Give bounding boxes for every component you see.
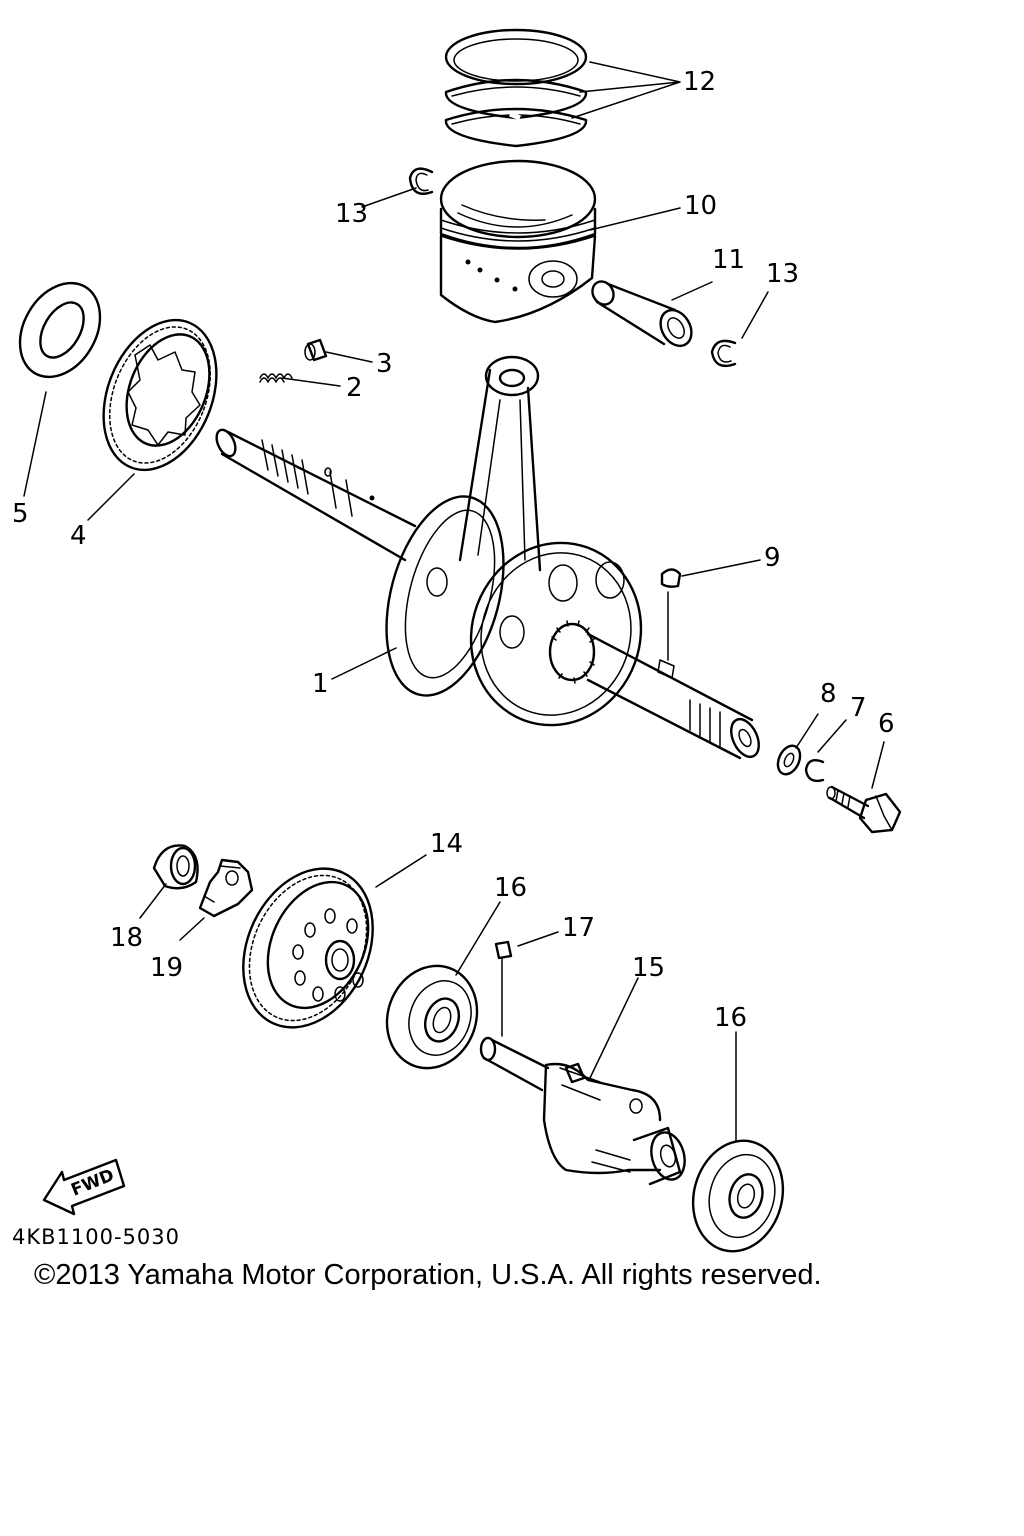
bolt[interactable] [826, 785, 902, 834]
fwd-arrow: FWD [42, 1158, 126, 1216]
callout-15: 15 [632, 953, 665, 983]
callout-labels: 12 13 10 11 13 3 2 5 4 1 9 8 7 6 14 16 1… [12, 67, 895, 1033]
collar[interactable] [152, 844, 199, 890]
callout-16-lower: 16 [714, 1003, 747, 1033]
callout-13-upper: 13 [335, 199, 368, 229]
piston-pin[interactable] [588, 278, 697, 352]
pin[interactable] [304, 338, 328, 362]
circlip-upper[interactable] [408, 167, 434, 195]
woodruff-key[interactable] [660, 568, 682, 588]
crankshaft[interactable] [213, 355, 764, 761]
fwd-label: FWD [68, 1165, 117, 1200]
bracket[interactable] [198, 858, 254, 918]
callout-1: 1 [312, 669, 329, 699]
washer[interactable] [4, 269, 116, 392]
leader-lines [23, 61, 885, 1141]
callout-17: 17 [562, 913, 595, 943]
circlip-small[interactable] [804, 759, 825, 783]
spring[interactable] [259, 373, 293, 383]
callout-2: 2 [346, 373, 363, 403]
callout-11: 12 [683, 67, 716, 97]
callout-13-right: 13 [766, 259, 799, 289]
callout-16-upper: 16 [494, 873, 527, 903]
callout-14: 14 [430, 829, 463, 859]
piston-rings[interactable] [444, 28, 588, 148]
copyright-notice: ©2013 Yamaha Motor Corporation, U.S.A. A… [34, 1259, 822, 1291]
diagram-code: 4KB1100-5030 [12, 1225, 180, 1249]
balancer-gear[interactable] [219, 847, 398, 1048]
callout-8: 8 [820, 679, 837, 709]
callout-5: 5 [12, 499, 29, 529]
key[interactable] [494, 940, 513, 960]
callout-6: 6 [878, 709, 895, 739]
callout-3: 3 [376, 349, 393, 379]
callout-18: 18 [110, 923, 143, 953]
callout-10: 10 [684, 191, 717, 221]
circlip-right[interactable] [710, 339, 737, 368]
bearing-lower[interactable] [681, 1131, 795, 1262]
washer-small[interactable] [774, 742, 805, 778]
callout-7: 7 [850, 693, 867, 723]
callout-9: 9 [764, 543, 781, 573]
bearing-upper[interactable] [373, 953, 491, 1081]
callout-4: 4 [70, 521, 87, 551]
piston[interactable] [439, 159, 597, 324]
drive-gear[interactable] [83, 303, 238, 487]
callout-12: 11 [712, 245, 745, 275]
balancer-shaft[interactable] [479, 1036, 690, 1186]
callout-19: 19 [150, 953, 183, 983]
